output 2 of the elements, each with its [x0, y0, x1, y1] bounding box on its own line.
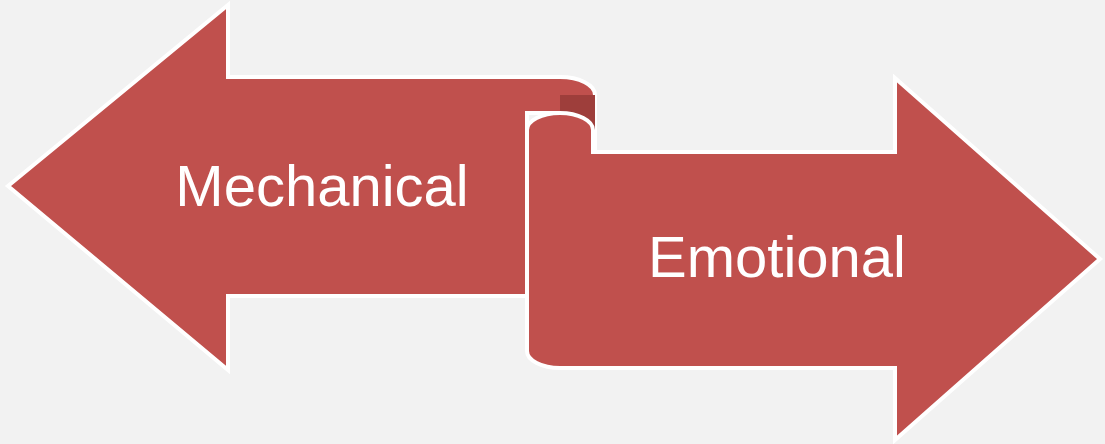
- arrow-label: Emotional: [648, 225, 906, 289]
- arrow-label: Mechanical: [175, 154, 469, 218]
